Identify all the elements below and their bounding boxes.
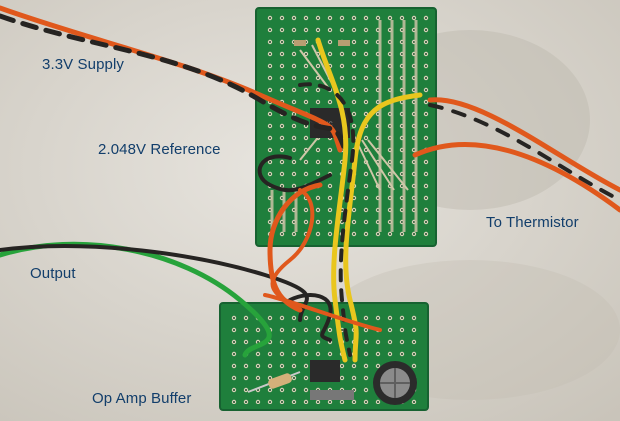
reference-wire-black	[257, 154, 332, 193]
wire-black-lower	[0, 244, 309, 322]
resistor	[268, 373, 292, 389]
black-wire-twist	[298, 82, 356, 357]
link-wire-orange	[263, 293, 382, 332]
thermistor-label: To Thermistor	[486, 214, 579, 231]
reference-label: 2.048V Reference	[98, 141, 221, 158]
reference-wire-orange-2	[270, 188, 315, 302]
smd-capacitor	[338, 40, 350, 46]
yellow-wire-2	[343, 92, 423, 363]
op-amp-chip	[310, 360, 340, 382]
smd-part	[310, 390, 354, 400]
yellow-wire	[315, 37, 349, 363]
output-label: Output	[30, 265, 76, 282]
supply-wire-black	[0, 13, 348, 153]
lower-pcb	[219, 302, 429, 411]
thermistor-wire-black	[428, 103, 620, 202]
supply-label: 3.3V Supply	[42, 56, 124, 73]
smd-capacitor	[294, 40, 306, 46]
thermistor-wire-orange	[412, 142, 620, 213]
op-amp-buffer-label: Op Amp Buffer	[92, 390, 192, 407]
thermistor-wire-orange-2	[427, 97, 620, 193]
